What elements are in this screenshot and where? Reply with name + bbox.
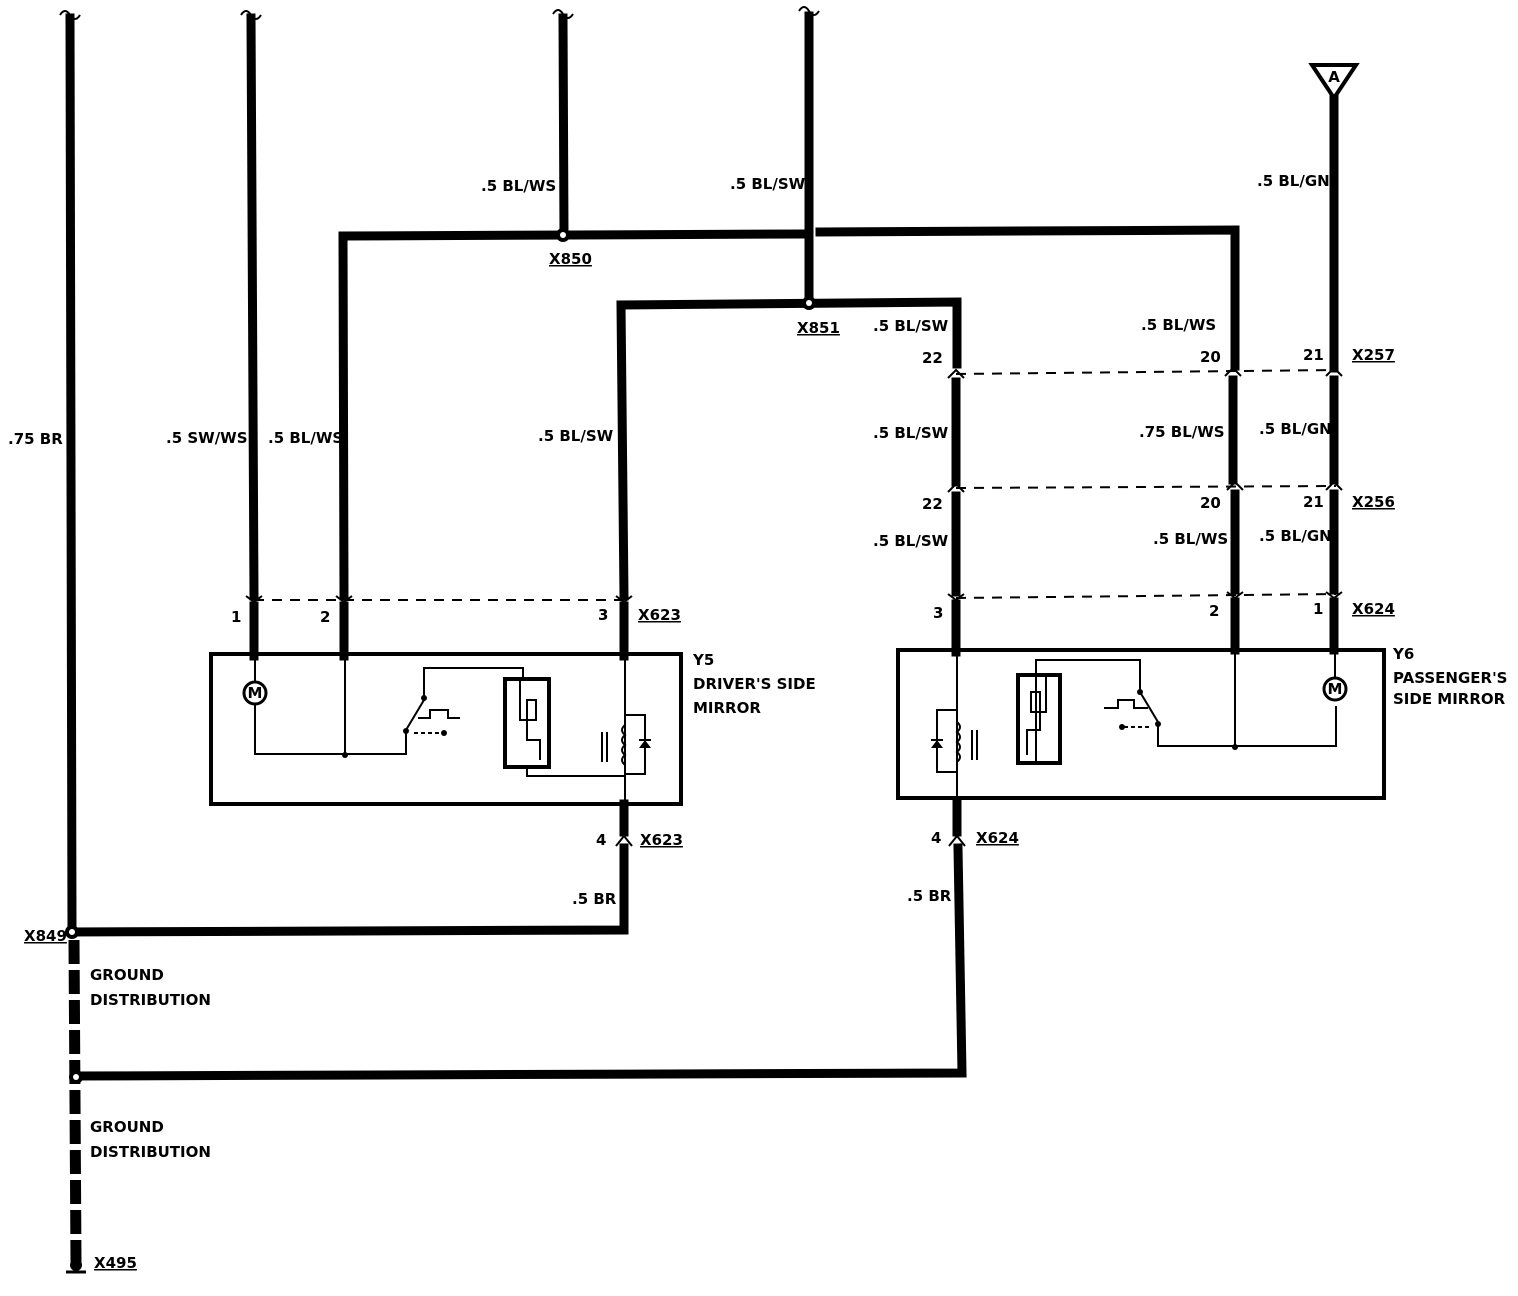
wire-labels: .75 BR .5 SW/WS .5 BL/WS .5 BL/WS .5 BL/…	[8, 172, 1332, 908]
wire-label: .5 BL/SW	[873, 532, 949, 550]
svg-text:4: 4	[596, 831, 606, 849]
svg-text:22: 22	[922, 349, 943, 367]
wire-bl-ws-top	[558, 13, 569, 239]
coil-diode-icon	[931, 709, 978, 773]
connector-label: X623	[638, 606, 681, 624]
svg-text:DISTRIBUTION: DISTRIBUTION	[90, 1143, 211, 1161]
pin-numbers: 1 2 3 4 22 20 21 22 20 21 3 2 1 4	[231, 346, 1324, 849]
reference-a-triangle-icon: A	[1308, 63, 1360, 102]
component-name: DRIVER'S SIDE	[693, 675, 816, 693]
svg-text:21: 21	[1303, 346, 1324, 364]
svg-text:20: 20	[1200, 494, 1221, 512]
wire-br-left	[67, 843, 629, 937]
svg-text:M: M	[1328, 680, 1343, 698]
component-name: PASSENGER'S	[1393, 669, 1507, 687]
svg-text:DISTRIBUTION: DISTRIBUTION	[90, 991, 211, 1009]
wire-label: .5 BL/GN	[1257, 172, 1330, 190]
connector-label: X850	[549, 250, 592, 268]
component-name: SIDE MIRROR	[1393, 690, 1506, 708]
component-id: Y6	[1392, 645, 1414, 663]
wire-label: .5 BL/SW	[873, 317, 949, 335]
wire-label: .5 BR	[907, 887, 952, 905]
splices	[65, 228, 816, 1084]
ground-labels: GROUND DISTRIBUTION GROUND DISTRIBUTION	[90, 966, 211, 1161]
svg-text:3: 3	[933, 604, 943, 622]
connector-label: X624	[1352, 600, 1395, 618]
connector-pin-marks	[245, 366, 1343, 847]
ground-symbol-icon	[66, 1259, 86, 1274]
wires	[65, 11, 1339, 1263]
svg-text:22: 22	[922, 495, 943, 513]
switch-icon	[1104, 689, 1337, 747]
wire-label: .5 BL/SW	[538, 427, 614, 445]
ground-distribution-bus	[68, 939, 82, 1263]
connector-label: X851	[797, 319, 840, 337]
switch-icon	[403, 667, 524, 736]
wire-label: .5 BL/GN	[1259, 527, 1332, 545]
wire-label: .5 BR	[572, 890, 617, 908]
svg-text:2: 2	[1209, 602, 1219, 620]
connector-dashes	[254, 369, 1337, 601]
wire-bl-sw-x851	[616, 297, 962, 601]
wire-br-right	[71, 843, 967, 1081]
wire-label: .5 BL/WS	[1153, 530, 1228, 548]
svg-text:M: M	[248, 684, 263, 702]
connector-label: X257	[1352, 346, 1395, 364]
connector-labels: X850 X851 X257 X256 X623 X623 X624 X624 …	[24, 250, 1395, 1272]
connector-label: X256	[1352, 493, 1395, 511]
wire-label: .5 BL/GN	[1259, 420, 1332, 438]
wire-label: .5 BL/SW	[730, 175, 806, 193]
connector-label: X624	[976, 829, 1019, 847]
motor-icon: M	[242, 680, 268, 706]
svg-text:2: 2	[320, 608, 330, 626]
wire-sw-ws	[246, 13, 259, 601]
connector-label: X849	[24, 927, 67, 945]
coil-diode-icon	[601, 714, 651, 775]
component-name: MIRROR	[693, 699, 761, 717]
svg-text:1: 1	[1313, 600, 1323, 618]
passenger-side-mirror-y6: M	[896, 648, 1386, 800]
connector-label: X623	[640, 831, 683, 849]
heater-element-icon	[1016, 659, 1141, 765]
svg-text:A: A	[1328, 68, 1340, 86]
wire-label: .5 BL/WS	[1141, 316, 1216, 334]
svg-text:GROUND: GROUND	[90, 966, 164, 984]
component-labels: Y5 DRIVER'S SIDE MIRROR Y6 PASSENGER'S S…	[692, 645, 1507, 717]
wire-label: .75 BR	[8, 430, 63, 448]
svg-text:21: 21	[1303, 493, 1324, 511]
driver-side-mirror-y5: M	[209, 652, 683, 806]
connector-label: X495	[94, 1254, 137, 1272]
wire-label: .5 BL/SW	[873, 424, 949, 442]
wire-label: .5 BL/WS	[481, 177, 556, 195]
wire-br-075	[65, 13, 77, 937]
wire-break-symbols	[59, 6, 820, 20]
svg-text:GROUND: GROUND	[90, 1118, 164, 1136]
component-id: Y5	[692, 651, 714, 669]
wire-label: .75 BL/WS	[1139, 423, 1225, 441]
svg-text:4: 4	[931, 829, 941, 847]
heater-element-icon	[503, 677, 625, 777]
motor-icon: M	[1322, 676, 1348, 702]
svg-text:20: 20	[1200, 348, 1221, 366]
wire-label: .5 BL/WS	[268, 429, 343, 447]
svg-text:1: 1	[231, 608, 241, 626]
wire-bl-ws-left	[338, 229, 805, 601]
wire-label: .5 SW/WS	[166, 429, 248, 447]
wire-bl-ws-right	[815, 225, 1240, 371]
svg-text:3: 3	[598, 606, 608, 624]
